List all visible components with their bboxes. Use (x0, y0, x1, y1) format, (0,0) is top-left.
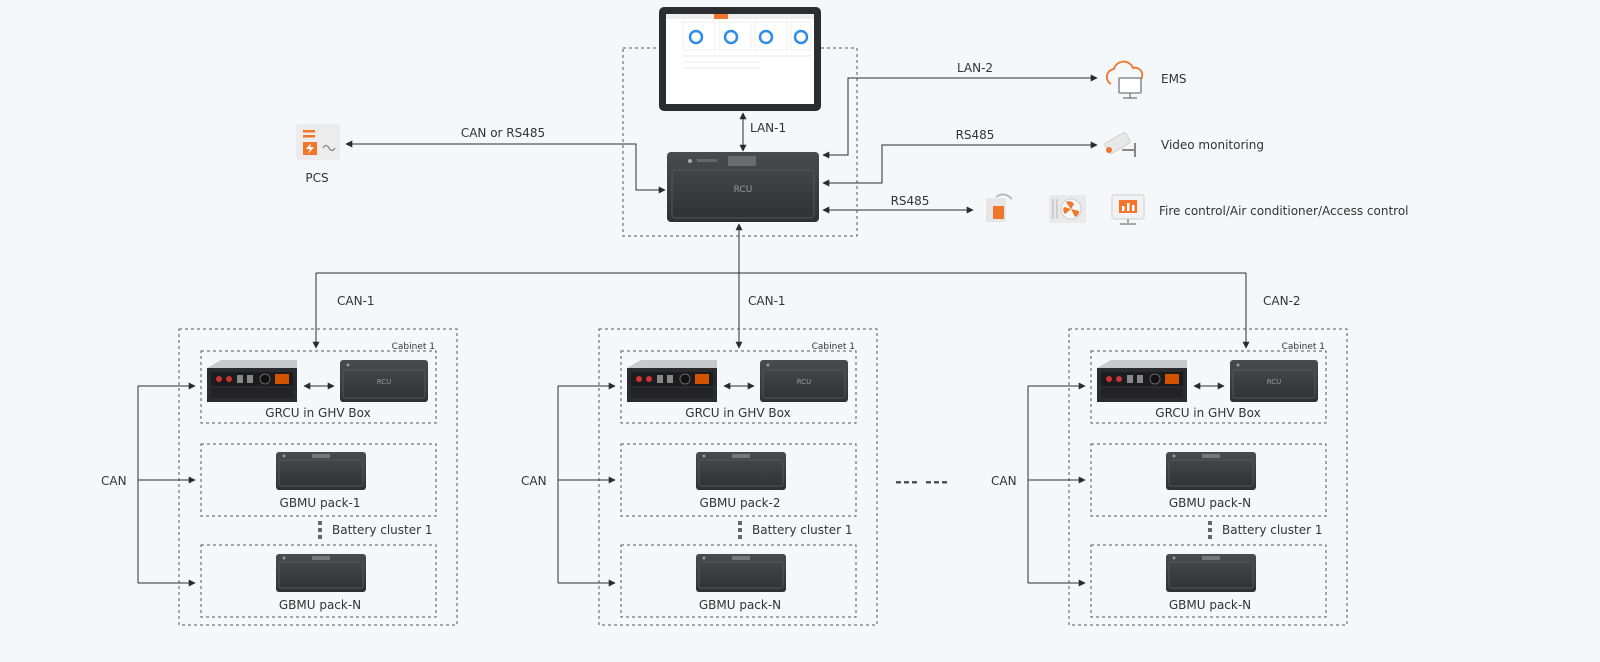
ems-icon (1105, 60, 1144, 99)
rcu-small-label: RCU (1267, 378, 1282, 386)
cluster-label: Battery cluster 1 (1222, 523, 1323, 537)
cabinet-border (1068, 328, 1348, 626)
rs485-video-link (822, 141, 1098, 187)
cabinet-border (598, 328, 878, 626)
battery-cluster-block-2: CAN-1 Cabinet 1 RCU GRCU in GHV Box GBMU… (521, 294, 878, 626)
access-control-icon (1111, 194, 1145, 225)
pack-top-border (620, 443, 857, 517)
rcu-small-label: RCU (797, 378, 812, 386)
ghv-box-device (626, 359, 718, 403)
lan1-label: LAN-1 (750, 121, 786, 135)
pack-bottom-label: GBMU pack-N (699, 598, 781, 612)
cabinet-label: Cabinet 1 (392, 342, 435, 352)
can-rs485-link (345, 140, 666, 194)
battery-cluster-block-3: CAN-2 Cabinet 1 RCU GRCU in GHV Box GBMU… (991, 294, 1348, 626)
can-local-label: CAN (101, 474, 127, 488)
cabinet-border (178, 328, 458, 626)
pack-top-device (275, 451, 367, 491)
pack-bottom-border (620, 544, 857, 618)
pack-top-device (1165, 451, 1257, 491)
touch-monitor (659, 7, 821, 111)
rcu-small-label: RCU (377, 378, 392, 386)
fire-extinguisher-icon (986, 193, 1013, 222)
grcu-label: GRCU in GHV Box (1155, 406, 1260, 420)
video-label: Video monitoring (1161, 138, 1264, 152)
pack-bottom-device (275, 553, 367, 593)
battery-cluster-block-1: CAN-1 Cabinet 1 RCU GRCU in GHV Box GBMU… (101, 294, 458, 626)
pack-bottom-device (1165, 553, 1257, 593)
can-rs485-label: CAN or RS485 (461, 126, 545, 140)
rs485-fire-label: RS485 (891, 194, 930, 208)
can-local-label: CAN (521, 474, 547, 488)
lan2-label: LAN-2 (957, 61, 993, 75)
rs485-video-label: RS485 (956, 128, 995, 142)
ghv-box-device (1096, 359, 1188, 403)
can-bus-label: CAN-1 (748, 294, 786, 308)
pack-top-device (695, 451, 787, 491)
pack-bottom-device (695, 553, 787, 593)
can-local-label: CAN (991, 474, 1017, 488)
cluster-label: Battery cluster 1 (332, 523, 433, 537)
grcu-box-border (620, 350, 857, 424)
more-clusters-ellipsis (896, 481, 947, 484)
rcu-main-device (667, 152, 819, 222)
pack-top-border (200, 443, 437, 517)
pack-top-label: GBMU pack-1 (280, 496, 361, 510)
grcu-label: GRCU in GHV Box (265, 406, 370, 420)
pack-top-label: GBMU pack-N (1169, 496, 1251, 510)
grcu-box-border (200, 350, 437, 424)
pack-bottom-label: GBMU pack-N (1169, 598, 1251, 612)
pack-bottom-border (1090, 544, 1327, 618)
cabinet-label: Cabinet 1 (1282, 342, 1325, 352)
pack-top-border (1090, 443, 1327, 517)
camera-icon (1104, 132, 1136, 157)
can-bus-label: CAN-1 (337, 294, 375, 308)
pack-top-label: GBMU pack-2 (700, 496, 781, 510)
grcu-label: GRCU in GHV Box (685, 406, 790, 420)
fire-label: Fire control/Air conditioner/Access cont… (1159, 204, 1409, 218)
lan2-link (822, 74, 1098, 159)
pack-bottom-border (200, 544, 437, 618)
rcu-main-label: RCU (734, 185, 753, 195)
grcu-box-border (1090, 350, 1327, 424)
pcs-label: PCS (305, 171, 328, 185)
air-conditioner-icon (1049, 195, 1086, 223)
can-bus-label: CAN-2 (1263, 294, 1301, 308)
pack-bottom-label: GBMU pack-N (279, 598, 361, 612)
ghv-box-device (206, 359, 298, 403)
ems-label: EMS (1161, 72, 1187, 86)
pcs-icon (296, 124, 340, 160)
cluster-label: Battery cluster 1 (752, 523, 853, 537)
cabinet-label: Cabinet 1 (812, 342, 855, 352)
